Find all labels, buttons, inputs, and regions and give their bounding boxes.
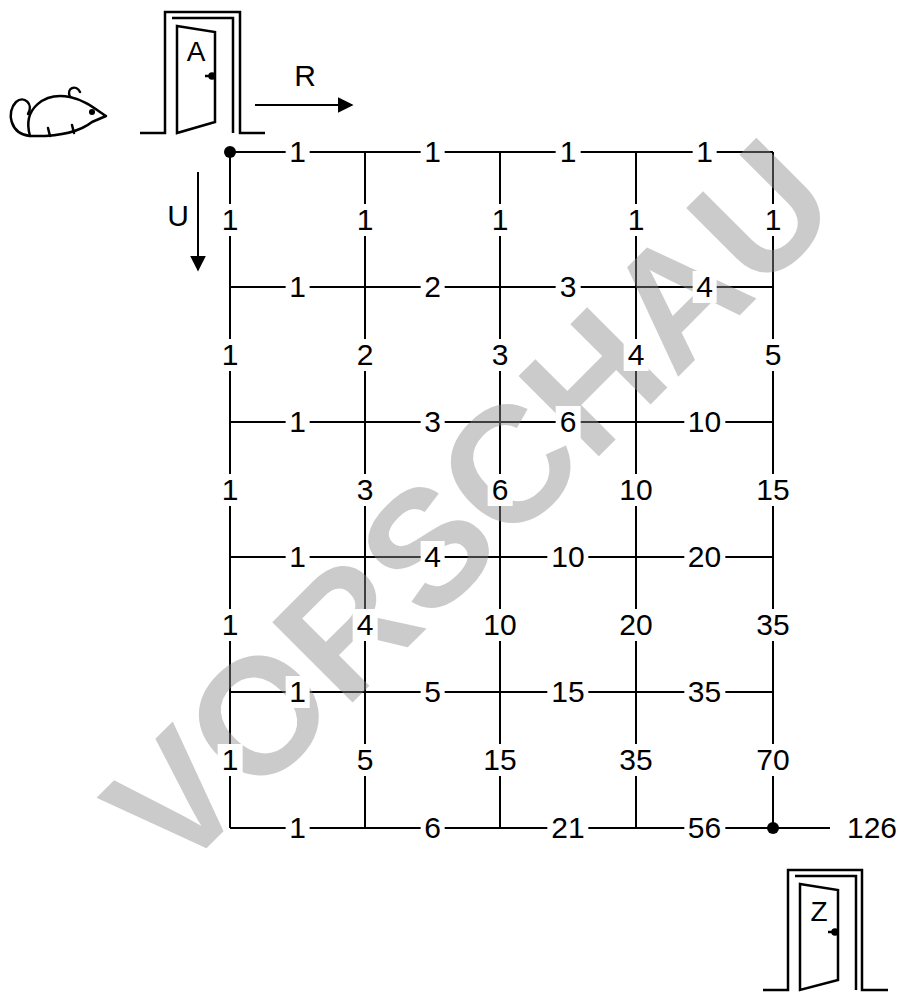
path-count: 20: [684, 541, 725, 573]
path-count: 1: [285, 271, 310, 303]
path-count: 70: [752, 744, 793, 776]
path-count: 10: [615, 474, 656, 506]
path-count: 15: [752, 474, 793, 506]
path-count: 1: [218, 204, 243, 236]
path-count: 20: [615, 609, 656, 641]
path-count: 35: [684, 676, 725, 708]
total-count: 126: [843, 812, 901, 844]
path-count: 6: [488, 474, 513, 506]
door-label: A: [184, 36, 209, 68]
path-count: 10: [479, 609, 520, 641]
path-count: 1: [218, 609, 243, 641]
path-count: 1: [488, 204, 513, 236]
path-count: 10: [547, 541, 588, 573]
path-count: 1: [692, 136, 717, 168]
door-z-frame: [763, 870, 888, 990]
path-count: 4: [692, 271, 717, 303]
door-letter: Z: [810, 898, 827, 926]
path-count: 2: [353, 339, 378, 371]
path-count: 1: [353, 204, 378, 236]
path-count: 1: [218, 744, 243, 776]
path-count: 3: [556, 271, 581, 303]
path-count: 1: [285, 812, 310, 844]
path-count: 15: [547, 676, 588, 708]
path-count: 1: [285, 676, 310, 708]
path-count: 4: [624, 339, 649, 371]
path-count: 3: [353, 474, 378, 506]
path-count: 10: [684, 406, 725, 438]
path-count: 2: [420, 271, 445, 303]
path-count: 15: [479, 744, 520, 776]
path-count: 1: [218, 339, 243, 371]
path-count: 6: [556, 406, 581, 438]
path-count: 56: [684, 812, 725, 844]
grid-lines: [230, 152, 830, 828]
mouse-icon: [11, 88, 106, 136]
end-dot: [767, 822, 779, 834]
path-count: 21: [547, 812, 588, 844]
path-count: 1: [761, 204, 786, 236]
path-count: 5: [420, 676, 445, 708]
path-count: 1: [218, 474, 243, 506]
path-count: 4: [420, 541, 445, 573]
path-count: 1: [285, 406, 310, 438]
path-count: 6: [420, 812, 445, 844]
path-count: 5: [353, 744, 378, 776]
door-label: Z: [807, 896, 830, 928]
arrow-label: U: [163, 200, 193, 232]
watermark: VORSCHAU: [78, 113, 862, 897]
down-arrow: [197, 172, 199, 270]
path-count: 5: [761, 339, 786, 371]
door-a-frame: [140, 12, 265, 133]
path-count: 4: [353, 609, 378, 641]
door-letter: A: [187, 38, 206, 66]
arrow-label: R: [290, 60, 320, 92]
path-count: 1: [556, 136, 581, 168]
path-count: 3: [488, 339, 513, 371]
path-count: 1: [285, 136, 310, 168]
path-count: 3: [420, 406, 445, 438]
right-arrow: [255, 104, 352, 106]
path-count: 1: [285, 541, 310, 573]
path-count: 35: [615, 744, 656, 776]
start-dot: [224, 146, 236, 158]
path-count: 35: [752, 609, 793, 641]
path-count: 1: [624, 204, 649, 236]
path-count: 1: [420, 136, 445, 168]
